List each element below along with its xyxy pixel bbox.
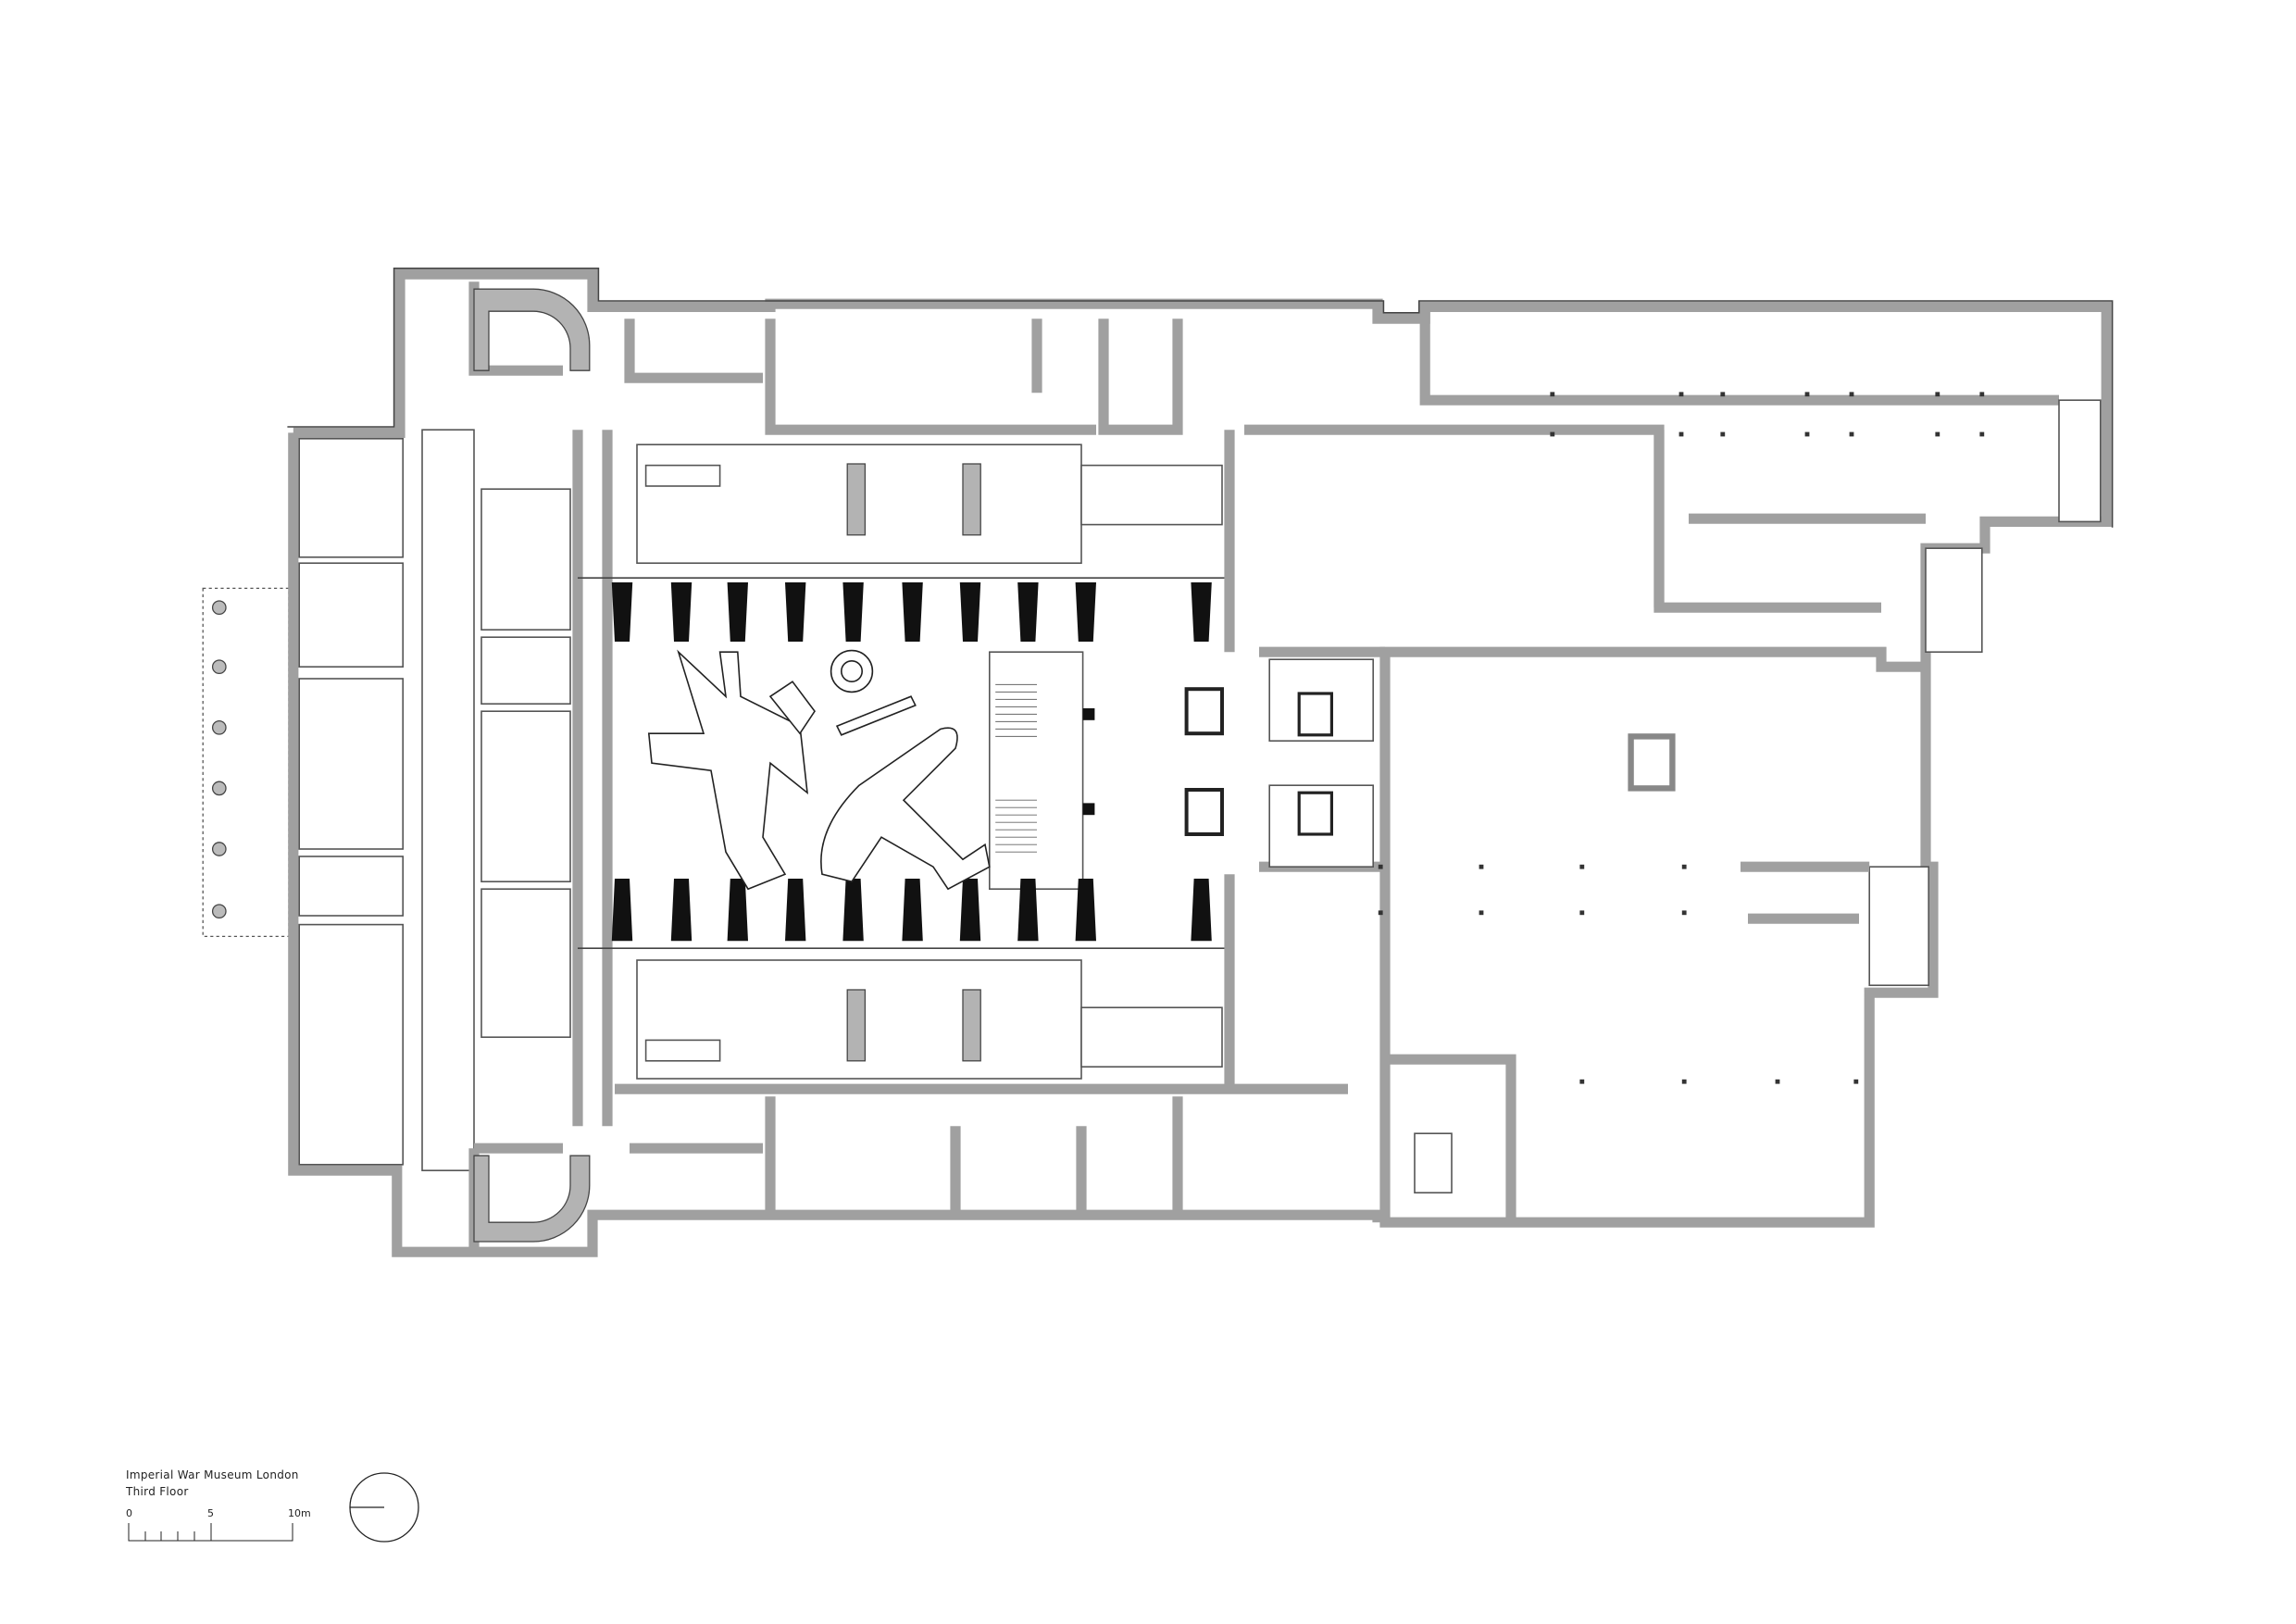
structural-column xyxy=(1849,392,1854,397)
atrium-column xyxy=(611,582,633,642)
atrium-column xyxy=(785,879,806,942)
structural-column xyxy=(1935,392,1940,397)
scale-bar-ruler xyxy=(128,1523,293,1542)
left-wing xyxy=(298,281,613,1253)
structural-column xyxy=(1804,392,1810,397)
structural-column xyxy=(1804,431,1810,437)
structural-column xyxy=(1579,1079,1585,1084)
drawing-legend: Imperial War Museum London Third Floor 0… xyxy=(126,1467,330,1559)
gallery-blocks xyxy=(615,319,1348,1216)
structural-column xyxy=(1579,910,1585,916)
scale-bar: 0 5 10m xyxy=(126,1507,311,1554)
scale-label-10m: 10m xyxy=(288,1507,311,1519)
structural-column xyxy=(1681,864,1687,869)
atrium-column xyxy=(1017,879,1039,942)
structural-column xyxy=(1720,392,1726,397)
structural-column xyxy=(1681,1079,1687,1084)
atrium-column xyxy=(727,879,748,942)
atrium-column xyxy=(670,879,693,942)
atrium-column xyxy=(902,879,923,942)
atrium-column xyxy=(902,582,923,642)
atrium-column xyxy=(1191,582,1212,642)
exterior-walls xyxy=(287,268,2114,1257)
structural-column xyxy=(1479,864,1484,869)
structural-column xyxy=(1479,910,1484,916)
atrium-column xyxy=(842,879,864,942)
structural-column xyxy=(1853,1079,1859,1084)
atrium-column xyxy=(785,582,806,642)
atrium-column xyxy=(959,582,981,642)
structural-column xyxy=(1720,431,1726,437)
atrium-column xyxy=(1017,582,1039,642)
structural-column xyxy=(1979,431,1985,437)
structural-column xyxy=(1550,392,1555,397)
right-lower-hall xyxy=(1378,733,1870,1223)
atrium-column xyxy=(1075,582,1096,642)
structural-column xyxy=(1849,431,1854,437)
drawing-title: Imperial War Museum London xyxy=(126,1468,299,1481)
structural-column xyxy=(1378,910,1383,916)
structural-column xyxy=(1579,864,1585,869)
structural-column xyxy=(1979,392,1985,397)
floor-label: Third Floor xyxy=(126,1485,189,1498)
structural-column xyxy=(1550,431,1555,437)
atrium-column xyxy=(1191,879,1212,942)
aircraft-spitfire xyxy=(820,649,991,891)
structural-column xyxy=(1681,910,1687,916)
atrium xyxy=(578,577,1229,949)
structural-column xyxy=(1935,431,1940,437)
atrium-column xyxy=(842,582,864,642)
structural-column xyxy=(1678,431,1684,437)
atrium-column xyxy=(670,582,693,642)
atrium-column xyxy=(959,879,981,942)
aircraft-jet xyxy=(647,649,816,891)
structural-column xyxy=(1775,1079,1780,1084)
portico xyxy=(202,587,290,938)
central-core xyxy=(1224,424,1881,1090)
structural-column xyxy=(1378,864,1383,869)
structural-column xyxy=(1678,392,1684,397)
scale-label-0: 0 xyxy=(126,1507,132,1519)
atrium-column xyxy=(727,582,748,642)
atrium-column xyxy=(1075,879,1096,942)
right-upper-wing xyxy=(1419,306,2102,986)
north-arrow-icon xyxy=(349,1472,419,1543)
scale-label-5: 5 xyxy=(207,1507,214,1519)
atrium-column xyxy=(611,879,633,942)
